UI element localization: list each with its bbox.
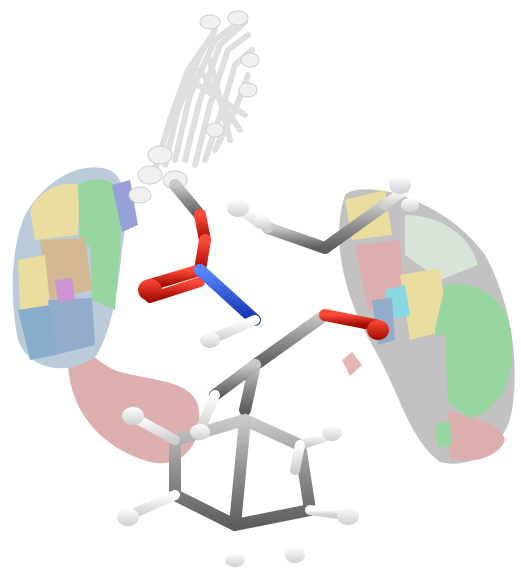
- methyl-hydrogen-left-2: [253, 215, 271, 229]
- ring-hydrogen-1: [122, 407, 144, 425]
- small-surface-fragment: [342, 352, 362, 376]
- ring-hydrogen-3: [322, 425, 342, 441]
- methyl-hydrogen-right: [389, 176, 411, 194]
- atom-spheres: [117, 176, 419, 567]
- left-surface-blob: [12, 167, 200, 464]
- ghost-ring-ensemble: [152, 19, 255, 173]
- carbonyl-oxygen-left: [138, 279, 162, 301]
- ring-hydrogen-6: [285, 547, 305, 563]
- right-surface-blob: [339, 189, 515, 464]
- ring-hydrogen-7: [190, 424, 210, 440]
- carbonyl-oxygen-right: [367, 320, 389, 340]
- ghost-hydrogen-cluster: [128, 10, 260, 204]
- ring-hydrogen-4: [337, 507, 359, 525]
- methyl-hydrogen-left: [227, 199, 249, 217]
- ring-hydrogen-2: [117, 508, 139, 526]
- ring-hydrogen-5: [225, 553, 245, 567]
- methyl-hydrogen-right-2: [401, 198, 419, 212]
- nh-hydrogen: [200, 332, 220, 348]
